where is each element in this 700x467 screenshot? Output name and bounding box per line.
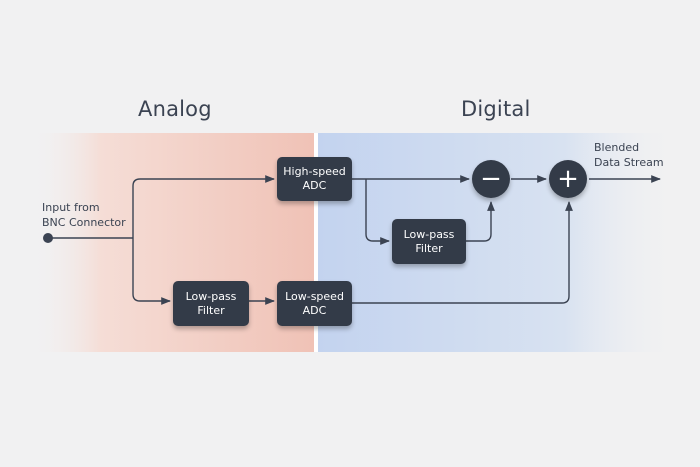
input-node	[43, 233, 53, 243]
low-speed-adc-line1: Low-speed	[285, 289, 344, 303]
output-label-line1: Blended	[594, 141, 640, 154]
analog-lowpass-line1: Low-pass	[185, 289, 237, 303]
region-divider	[314, 133, 318, 352]
input-label-line2: BNC Connector	[42, 216, 126, 229]
digital-lowpass-line2: Filter	[415, 241, 443, 255]
analog-region	[30, 133, 314, 352]
low-speed-adc-line2: ADC	[302, 303, 327, 317]
wire-low-speed-adc-to-add	[352, 201, 573, 304]
analog-lowpass-filter-block: Low-pass Filter	[173, 281, 249, 326]
wire-digital-lowpass-to-subtract	[466, 201, 495, 242]
wire-to-high-speed-adc	[132, 175, 275, 238]
digital-lowpass-line1: Low-pass	[403, 227, 455, 241]
output-label: Blended Data Stream	[594, 140, 664, 170]
low-speed-adc-block: Low-speed ADC	[277, 281, 352, 326]
input-label-line1: Input from	[42, 201, 100, 214]
high-speed-adc-line1: High-speed	[283, 165, 346, 178]
digital-lowpass-filter-block: Low-pass Filter	[392, 219, 466, 264]
wire-to-digital-lowpass	[365, 179, 390, 245]
input-label: Input from BNC Connector	[42, 200, 126, 230]
high-speed-adc-line2: ADC	[302, 179, 327, 192]
digital-title: Digital	[461, 97, 531, 121]
analog-title: Analog	[138, 97, 212, 121]
wire-to-analog-lowpass	[132, 238, 171, 305]
add-operator: +	[549, 160, 587, 198]
analog-lowpass-line2: Filter	[197, 303, 225, 317]
high-speed-adc-block: High-speed ADC	[277, 157, 352, 201]
subtract-operator: −	[472, 160, 510, 198]
output-label-line2: Data Stream	[594, 156, 664, 169]
